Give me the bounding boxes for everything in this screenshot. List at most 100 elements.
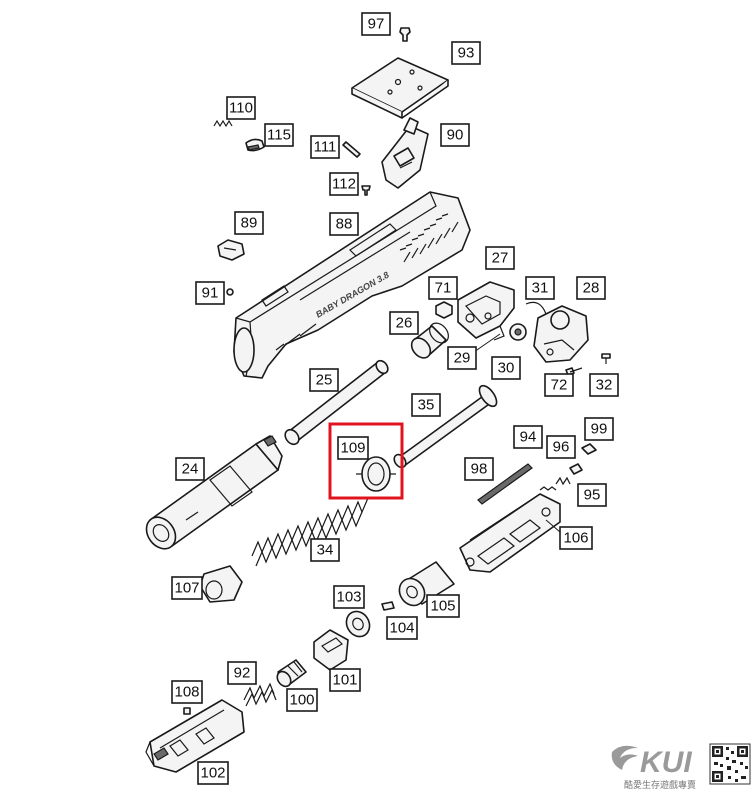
part-110-spring bbox=[213, 119, 233, 128]
part-label: 96 bbox=[546, 435, 576, 459]
part-112-screw bbox=[361, 185, 371, 196]
part-label: 25 bbox=[309, 368, 339, 392]
svg-text:94: 94 bbox=[520, 429, 537, 446]
part-label: 98 bbox=[464, 457, 494, 481]
part-label: 24 bbox=[175, 457, 205, 481]
part-label: 110 bbox=[226, 96, 256, 120]
part-label: 93 bbox=[451, 41, 481, 65]
leader-106 bbox=[545, 519, 561, 533]
part-103-ring bbox=[345, 610, 371, 638]
part-27-blowback-housing bbox=[457, 281, 515, 341]
part-35-guide-rod bbox=[393, 384, 498, 469]
part-97-screw bbox=[399, 27, 411, 42]
part-label: 111 bbox=[310, 135, 340, 159]
svg-text:104: 104 bbox=[389, 620, 414, 637]
svg-text:71: 71 bbox=[435, 280, 452, 297]
part-label: 97 bbox=[361, 12, 391, 36]
svg-text:101: 101 bbox=[332, 672, 357, 689]
svg-text:109: 109 bbox=[340, 440, 365, 457]
part-106-chassis bbox=[459, 493, 561, 573]
svg-text:34: 34 bbox=[317, 542, 334, 559]
part-label: 95 bbox=[577, 483, 607, 507]
svg-text:103: 103 bbox=[336, 589, 361, 606]
svg-text:88: 88 bbox=[336, 216, 353, 233]
part-label: 30 bbox=[491, 356, 521, 380]
highlight-box-109 bbox=[328, 422, 404, 500]
part-89-extractor bbox=[217, 239, 245, 261]
svg-text:111: 111 bbox=[314, 139, 337, 156]
svg-text:100: 100 bbox=[289, 692, 314, 709]
part-label: 27 bbox=[485, 246, 515, 270]
part-88-slide: BABY DRAGON 3.8 bbox=[233, 191, 471, 379]
part-93-optic-plate bbox=[351, 57, 449, 119]
part-label: 26 bbox=[389, 311, 419, 335]
part-101-block bbox=[313, 629, 349, 671]
part-label: 71 bbox=[428, 276, 458, 300]
part-104-screw bbox=[381, 601, 395, 611]
part-label: 100 bbox=[286, 688, 318, 712]
svg-text:97: 97 bbox=[368, 16, 385, 33]
part-label: 103 bbox=[333, 585, 365, 609]
part-24-barrel-assembly bbox=[145, 435, 283, 550]
part-30-valve-knocker bbox=[509, 323, 527, 341]
part-25-outer-barrel bbox=[284, 359, 389, 446]
part-label: 108 bbox=[171, 680, 203, 704]
part-label: 94 bbox=[513, 425, 543, 449]
part-label: 91 bbox=[195, 281, 225, 305]
part-label: 107 bbox=[171, 576, 203, 600]
part-34-recoil-spring bbox=[251, 497, 369, 567]
brand-swirl-icon bbox=[611, 745, 638, 770]
svg-text:112: 112 bbox=[332, 176, 356, 193]
brand-logo-text: KUI bbox=[640, 746, 692, 779]
part-102-nozzle-body bbox=[145, 699, 245, 773]
brand-logo: KUI 酷愛生存遊戲專賣 bbox=[611, 745, 696, 791]
part-71-block bbox=[435, 301, 453, 319]
svg-text:24: 24 bbox=[182, 461, 199, 478]
part-95-spring bbox=[555, 476, 571, 486]
part-label: 104 bbox=[386, 616, 418, 640]
svg-text:115: 115 bbox=[267, 127, 291, 144]
part-105-nozzle-housing bbox=[398, 561, 455, 607]
svg-text:108: 108 bbox=[174, 684, 199, 701]
svg-text:92: 92 bbox=[234, 665, 251, 682]
svg-text:110: 110 bbox=[229, 100, 253, 117]
svg-text:72: 72 bbox=[551, 377, 568, 394]
part-109-ring bbox=[356, 456, 396, 492]
part-28-rear-housing bbox=[533, 305, 589, 363]
part-99-piece bbox=[581, 443, 597, 455]
part-94-spring bbox=[539, 486, 557, 491]
svg-text:106: 106 bbox=[563, 530, 588, 547]
part-26-cylinder bbox=[410, 322, 449, 359]
svg-text:31: 31 bbox=[532, 280, 549, 297]
svg-text:105: 105 bbox=[430, 598, 455, 615]
part-label: 102 bbox=[197, 761, 229, 785]
part-label: 90 bbox=[440, 123, 470, 147]
leader-29 bbox=[473, 333, 501, 353]
part-label: 34 bbox=[310, 538, 340, 562]
svg-text:35: 35 bbox=[418, 397, 435, 414]
svg-text:107: 107 bbox=[174, 580, 199, 597]
part-label: 72 bbox=[544, 373, 574, 397]
part-label: 92 bbox=[227, 661, 257, 685]
svg-text:90: 90 bbox=[447, 127, 464, 144]
part-label: 99 bbox=[584, 417, 614, 441]
part-92-spring bbox=[243, 682, 277, 707]
svg-text:89: 89 bbox=[241, 215, 258, 232]
svg-text:26: 26 bbox=[396, 315, 413, 332]
part-111-pin bbox=[342, 141, 361, 158]
part-label: 115 bbox=[264, 123, 294, 147]
part-label: 112 bbox=[329, 172, 359, 196]
part-108-pin bbox=[183, 707, 191, 715]
svg-text:27: 27 bbox=[492, 250, 509, 267]
svg-text:91: 91 bbox=[202, 285, 219, 302]
brand-slogan: 酷愛生存遊戲專賣 bbox=[624, 779, 696, 791]
part-label: 29 bbox=[447, 346, 477, 370]
part-label: 109 bbox=[337, 436, 369, 460]
svg-text:98: 98 bbox=[471, 461, 488, 478]
svg-text:102: 102 bbox=[200, 765, 225, 782]
part-label: 106 bbox=[559, 526, 593, 550]
part-label: 32 bbox=[589, 373, 619, 397]
part-label: 31 bbox=[525, 276, 555, 300]
part-115-clip bbox=[245, 138, 265, 152]
